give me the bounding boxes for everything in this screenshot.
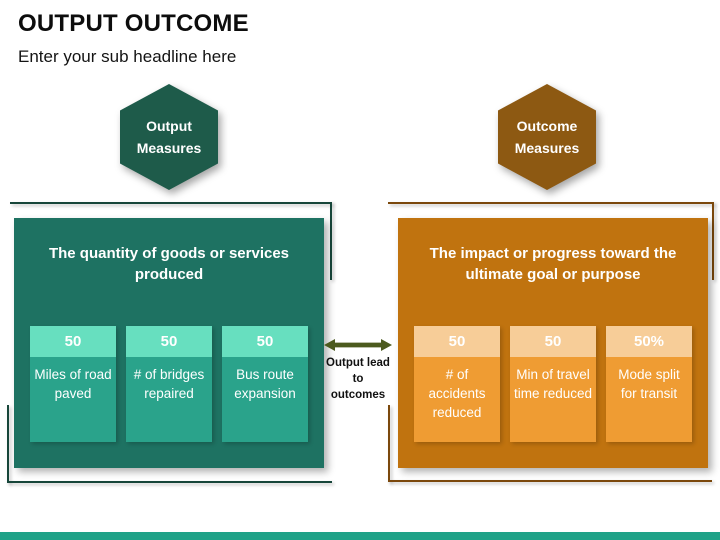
decorative-line-output-left — [7, 405, 9, 483]
card-value: 50 — [30, 326, 116, 357]
hexagon-shape: Outcome Measures — [498, 84, 596, 190]
output-card-1: 50 Miles of road paved — [30, 326, 116, 442]
outcome-card-3: 50% Mode split for transit — [606, 326, 692, 442]
card-value: 50 — [222, 326, 308, 357]
card-value: 50 — [126, 326, 212, 357]
decorative-line-outcome-bottom — [388, 480, 712, 482]
hexagon-label-line2: Measures — [136, 140, 202, 156]
outcome-box-heading: The impact or progress toward the ultima… — [429, 245, 677, 283]
page-title: OUTPUT OUTCOME — [18, 10, 249, 37]
outcome-measures-hexagon: Outcome Measures — [498, 84, 596, 190]
card-label: Mode split for transit — [606, 357, 692, 442]
connector: Output lead to outcomes — [322, 338, 394, 403]
card-value: 50% — [606, 326, 692, 357]
output-measures-hexagon: Output Measures — [120, 84, 218, 190]
output-box: The quantity of goods or services produc… — [14, 218, 324, 468]
decorative-line-output-right — [330, 202, 332, 280]
card-label: Min of travel time reduced — [510, 357, 596, 442]
outcome-card-1: 50 # of accidents reduced — [414, 326, 500, 442]
outcome-card-2: 50 Min of travel time reduced — [510, 326, 596, 442]
hexagon-label-line2: Measures — [514, 140, 580, 156]
output-card-3: 50 Bus route expansion — [222, 326, 308, 442]
double-arrow-icon — [324, 339, 392, 351]
connector-label-line1: Output lead — [326, 357, 390, 369]
output-cards-row: 50 Miles of road paved 50 # of bridges r… — [30, 326, 308, 442]
hexagon-label-line1: Outcome — [516, 118, 578, 134]
decorative-line-outcome-left — [388, 405, 390, 482]
decorative-line-outcome-right — [712, 202, 714, 280]
card-label: Miles of road paved — [30, 357, 116, 442]
hexagon-shape: Output Measures — [120, 84, 218, 190]
hexagon-label-line1: Output — [146, 118, 192, 134]
decorative-line-output-top — [10, 202, 332, 204]
connector-label-line2: to — [352, 373, 364, 385]
output-card-2: 50 # of bridges repaired — [126, 326, 212, 442]
sub-headline: Enter your sub headline here — [18, 47, 237, 66]
decorative-line-outcome-top — [388, 202, 714, 204]
card-label: # of accidents reduced — [414, 357, 500, 442]
card-label: Bus route expansion — [222, 357, 308, 442]
output-box-heading: The quantity of goods or services produc… — [48, 245, 290, 283]
outcome-box: The impact or progress toward the ultima… — [398, 218, 708, 468]
bottom-accent-bar — [0, 532, 720, 540]
decorative-line-output-bottom — [7, 481, 332, 483]
outcome-cards-row: 50 # of accidents reduced 50 Min of trav… — [414, 326, 692, 442]
card-value: 50 — [510, 326, 596, 357]
card-value: 50 — [414, 326, 500, 357]
connector-label-line3: outcomes — [330, 389, 386, 401]
card-label: # of bridges repaired — [126, 357, 212, 442]
